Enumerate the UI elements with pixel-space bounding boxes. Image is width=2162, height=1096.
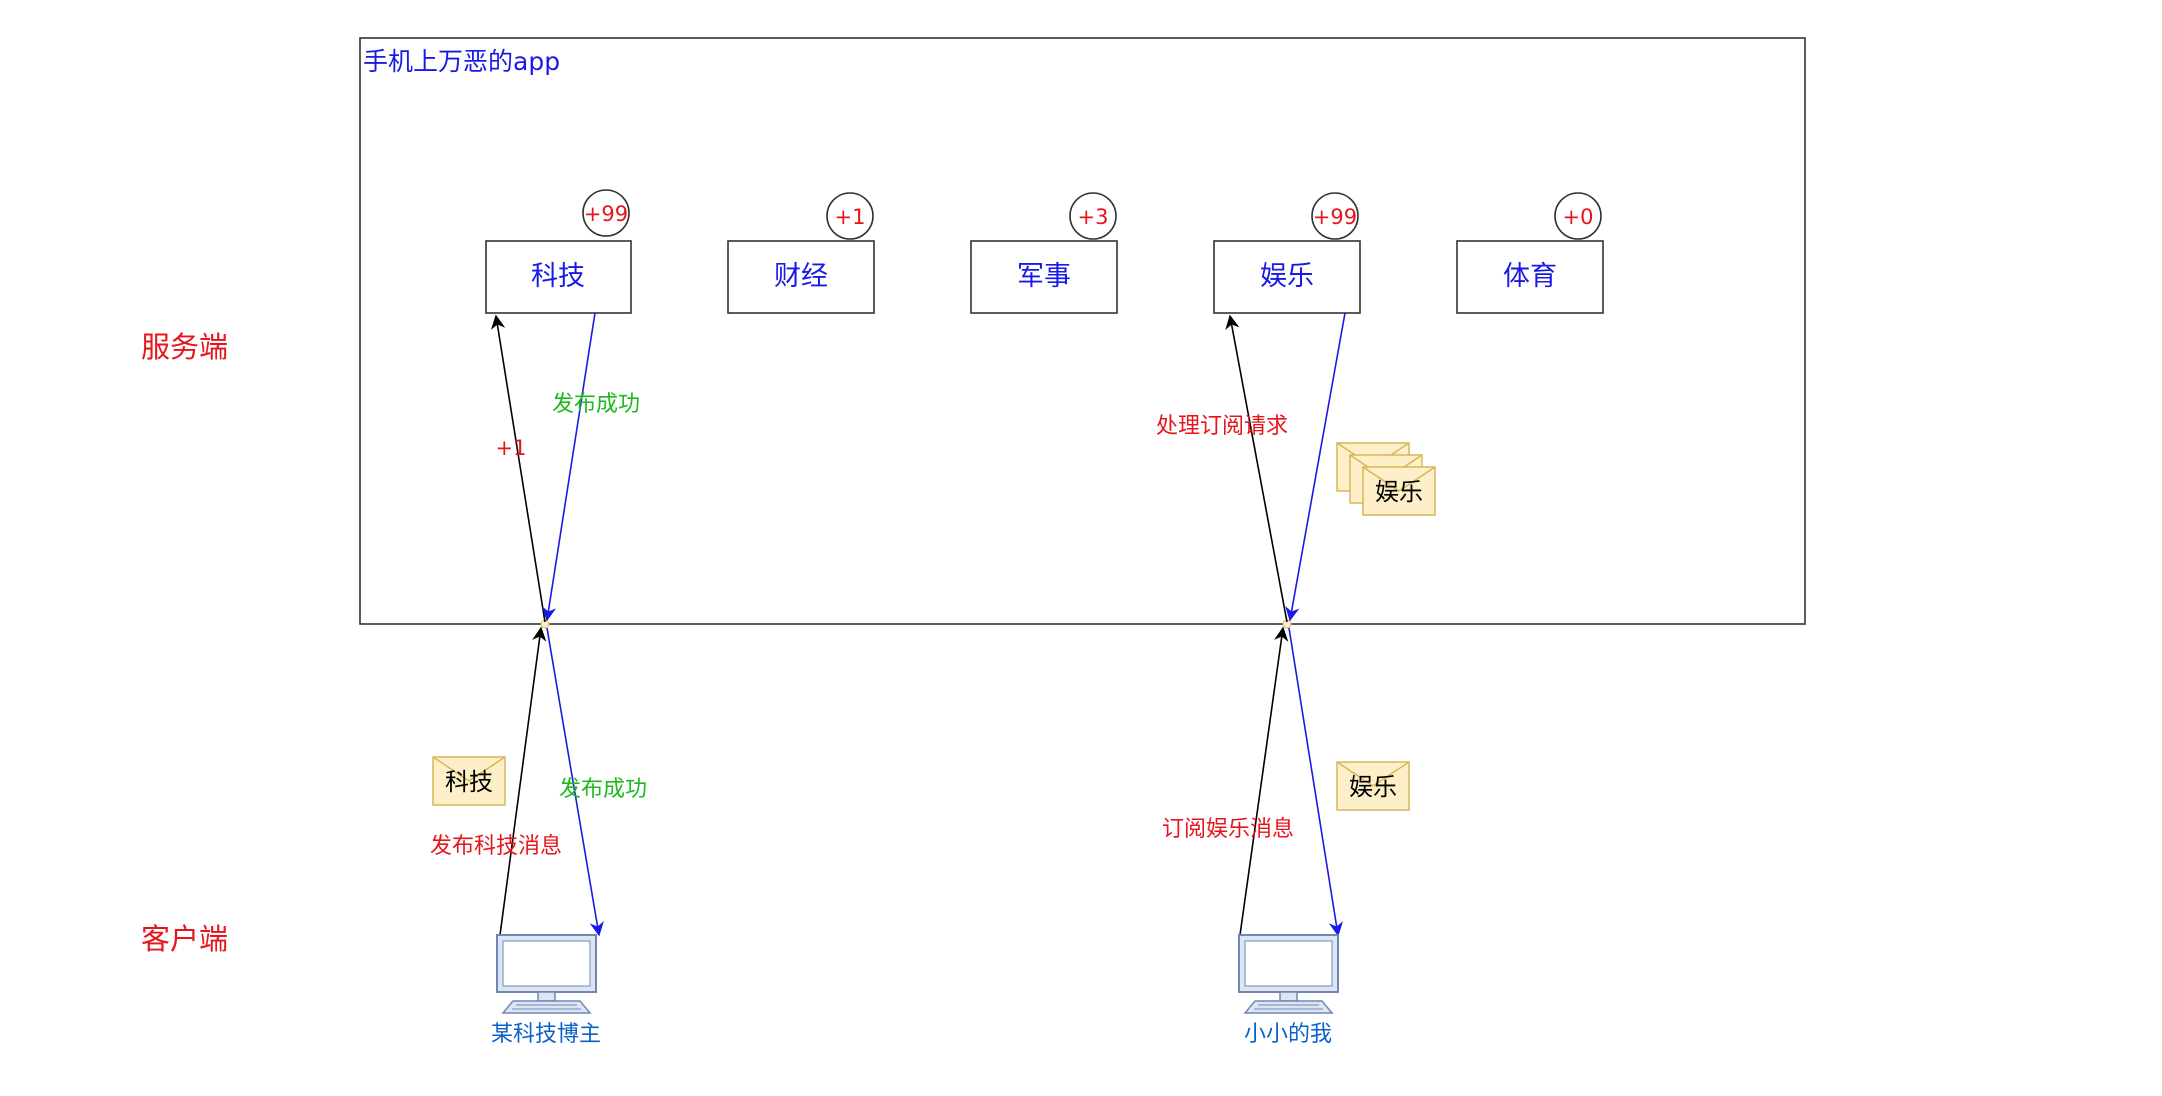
subscribe-forward-arrow <box>1225 314 1288 623</box>
subscribe-process-label: 处理订阅请求 <box>1156 414 1288 439</box>
envelope-label: 娱乐 <box>1349 773 1397 801</box>
topic-entertainment[interactable]: 娱乐 +99 <box>1213 192 1361 314</box>
unread-badge: +99 <box>584 202 628 226</box>
topic-sports[interactable]: 体育 +0 <box>1456 192 1604 314</box>
publish-forward-arrow <box>490 314 546 623</box>
publish-success-outer-arrow <box>546 627 604 937</box>
topic-label: 财经 <box>774 261 828 292</box>
publish-success-inner-label: 发布成功 <box>552 392 640 417</box>
tech-message-envelope: 科技 <box>432 756 506 806</box>
app-frame <box>359 37 1806 625</box>
topic-box <box>970 240 1118 314</box>
publish-plus-label: +1 <box>496 436 527 460</box>
publish-request-label: 发布科技消息 <box>430 834 562 859</box>
topic-box <box>1213 240 1361 314</box>
entertainment-message-envelope: 娱乐 <box>1336 761 1410 811</box>
envelope-label: 科技 <box>445 768 493 796</box>
topic-finance[interactable]: 财经 +1 <box>727 192 875 314</box>
unread-badge: +1 <box>835 205 866 229</box>
badge-circle <box>1069 192 1117 240</box>
badge-circle <box>582 189 630 237</box>
topic-tech[interactable]: 科技 +99 <box>485 189 632 314</box>
subscribe-request-label: 订阅娱乐消息 <box>1162 817 1294 842</box>
subscribe-request-arrow <box>1239 626 1289 936</box>
app-frame-title: 手机上万恶的app <box>363 47 560 76</box>
unread-badge: +3 <box>1078 205 1109 229</box>
publish-success-inner-arrow <box>541 312 596 622</box>
publish-success-outer-label: 发布成功 <box>559 777 647 802</box>
topic-box <box>485 240 632 314</box>
subscriber-label: 小小的我 <box>1244 1022 1332 1047</box>
subscriber-computer-icon <box>1238 934 1339 1014</box>
topic-box <box>727 240 875 314</box>
unread-badge: +99 <box>1313 205 1357 229</box>
publisher-computer-icon <box>496 934 597 1014</box>
topic-label: 体育 <box>1503 261 1557 292</box>
server-side-label: 服务端 <box>141 330 228 364</box>
topic-label: 军事 <box>1017 261 1071 292</box>
unread-badge: +0 <box>1563 205 1594 229</box>
publish-request-arrow <box>499 626 547 936</box>
topic-label: 娱乐 <box>1260 261 1314 292</box>
publisher-label: 某科技博主 <box>491 1022 601 1047</box>
badge-circle <box>1554 192 1602 240</box>
client-side-label: 客户端 <box>141 922 228 956</box>
envelope-label: 娱乐 <box>1375 478 1423 506</box>
topic-label: 科技 <box>531 261 585 292</box>
badge-circle <box>1311 192 1359 240</box>
deliver-inner-arrow <box>1285 312 1346 622</box>
topic-box <box>1456 240 1604 314</box>
deliver-outer-arrow <box>1288 627 1344 937</box>
topic-military[interactable]: 军事 +3 <box>970 192 1118 314</box>
badge-circle <box>826 192 874 240</box>
entertainment-message-stack: 娱乐 <box>1336 442 1436 516</box>
